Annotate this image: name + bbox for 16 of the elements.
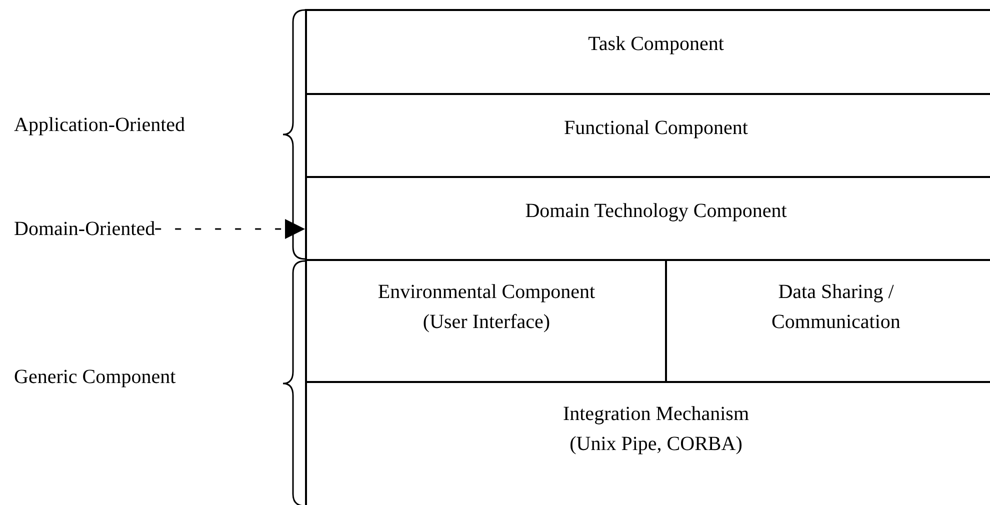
layer-label: Domain Technology Component [525,199,787,224]
layer-box [305,259,666,382]
layer-label: Environmental Component (User Interface) [376,280,596,335]
node-label: Domain-Oriented [14,214,156,244]
layer-box [305,176,990,260]
dashed-arrow [155,219,305,239]
layer-label: Integration Mechanism (Unix Pipe, CORBA) [562,402,750,457]
group-label: Generic Component [14,365,176,390]
layer-box [305,9,990,94]
layer-box [305,93,990,177]
layer-box [665,259,990,382]
layer-label: Functional Component [564,116,748,141]
layer-label: Task Component [588,32,724,57]
group-label: Application-Oriented [14,113,186,138]
layer-label: Data Sharing / Communication [770,280,902,335]
layer-box [305,381,990,505]
